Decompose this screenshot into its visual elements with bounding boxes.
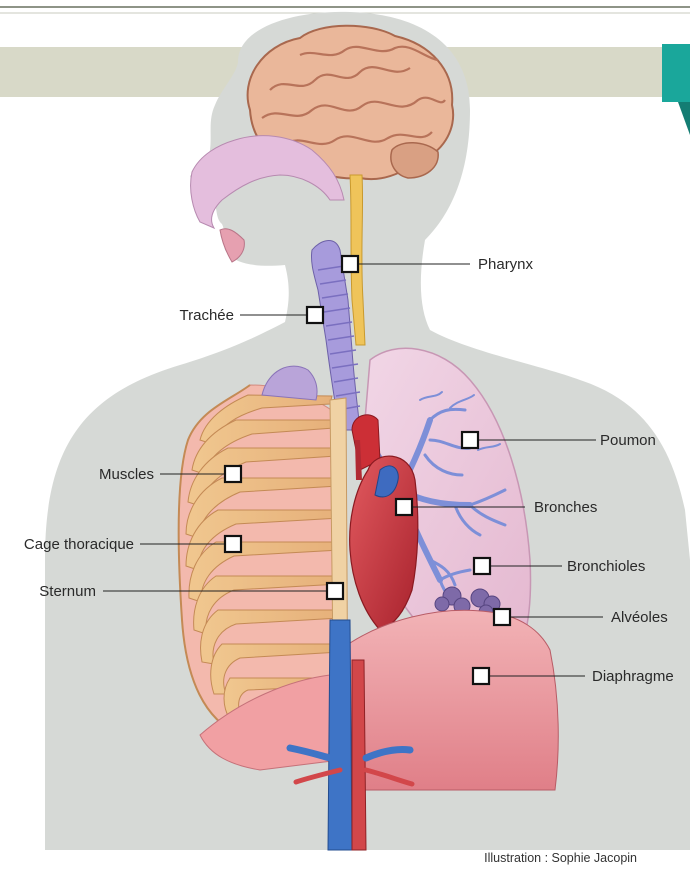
label-muscles: Muscles [99,466,154,483]
diaphragm-muscle [340,610,558,790]
marker-cage[interactable] [225,536,241,552]
label-cage-thoracique: Cage thoracique [24,536,134,553]
label-bronchioles: Bronchioles [567,558,645,575]
label-bronches: Bronches [534,499,597,516]
marker-trachee[interactable] [307,307,323,323]
label-pharynx: Pharynx [478,256,534,273]
accent-tab-fold [678,102,690,135]
marker-bronchioles[interactable] [474,558,490,574]
label-sternum: Sternum [39,583,96,600]
label-alveoles: Alvéoles [611,609,668,626]
marker-sternum[interactable] [327,583,343,599]
marker-diaphragme[interactable] [473,668,489,684]
marker-bronches[interactable] [396,499,412,515]
aorta [352,660,366,850]
marker-poumon[interactable] [462,432,478,448]
illustration-credit: Illustration : Sophie Jacopin [484,851,637,865]
label-poumon: Poumon [600,432,656,449]
label-diaphragme: Diaphragme [592,668,674,685]
marker-pharynx[interactable] [342,256,358,272]
marker-muscles[interactable] [225,466,241,482]
marker-alveoles[interactable] [494,609,510,625]
label-trachee: Trachée [180,307,234,324]
vena-cava [328,620,352,850]
accent-tab [662,44,690,102]
